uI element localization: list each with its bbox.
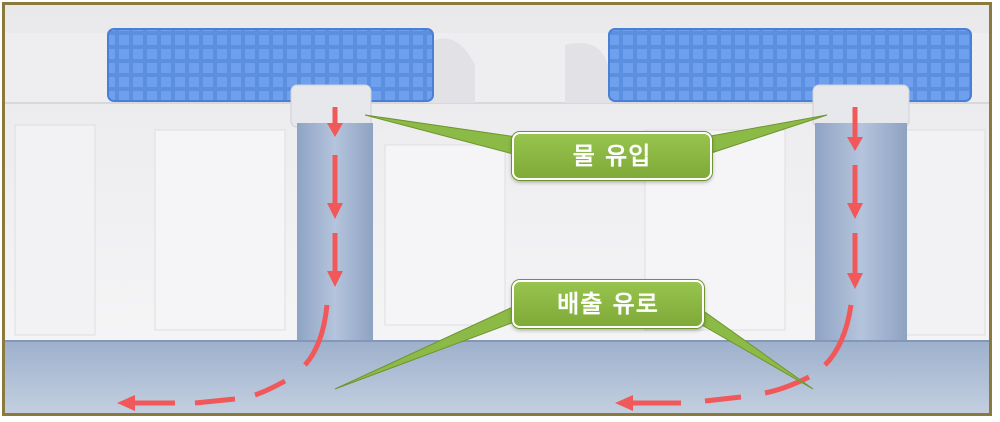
drain-path-callout: 배출 유로	[512, 280, 704, 328]
diagram-frame: 물 유입 배출 유로	[2, 2, 992, 416]
water-inlet-label: 물 유입	[572, 142, 652, 170]
drain-path-label: 배출 유로	[557, 290, 659, 318]
drain-flow-illustration	[5, 5, 989, 413]
right-drain-channel	[815, 123, 907, 355]
right-drain-tray	[608, 28, 972, 102]
left-drain-tray	[107, 28, 434, 102]
water-inlet-callout: 물 유입	[512, 132, 712, 180]
callout-pointers	[334, 114, 828, 390]
flow-arrows	[117, 107, 863, 411]
